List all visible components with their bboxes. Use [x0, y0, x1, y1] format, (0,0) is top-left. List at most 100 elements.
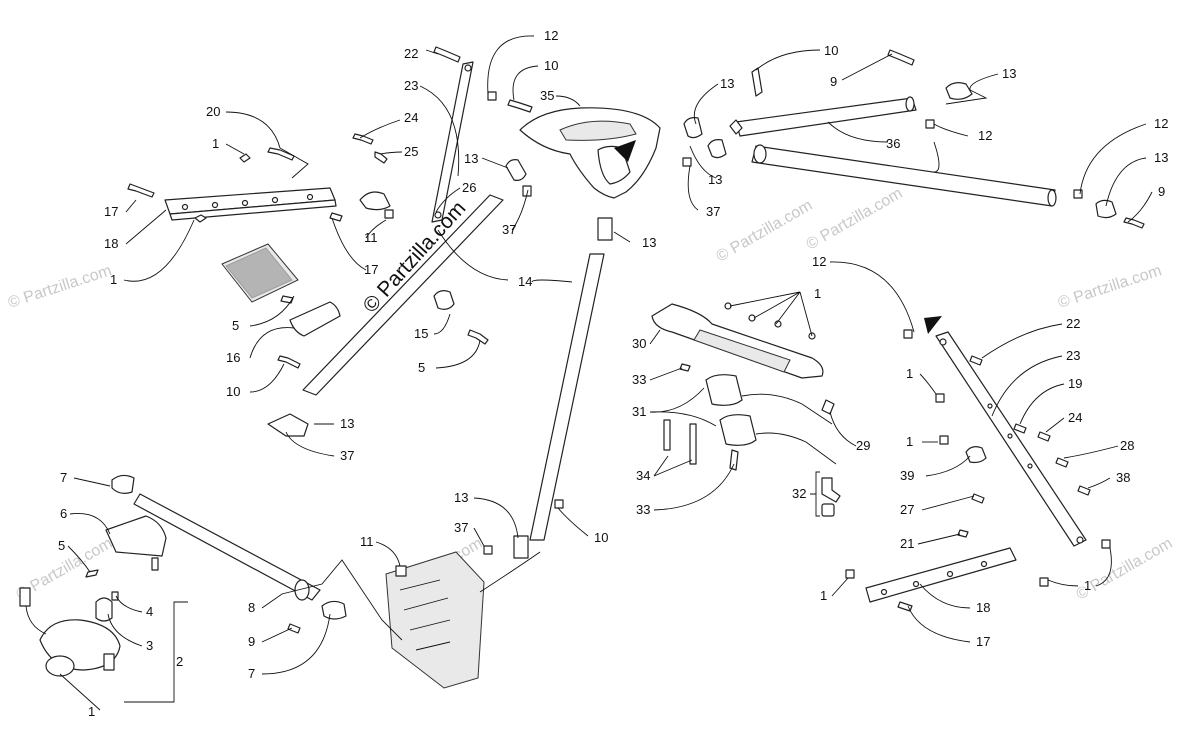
- engine-block: [385, 551, 485, 689]
- callout-1-b: 1: [110, 272, 117, 287]
- callout-14: 14: [518, 274, 532, 289]
- callout-37-b: 37: [340, 448, 354, 463]
- strap-23-right: [935, 331, 1087, 547]
- callout-16: 16: [226, 350, 240, 365]
- module-fins: [225, 247, 293, 299]
- clip-15: [433, 290, 455, 310]
- nut-12-right: [903, 329, 913, 339]
- callout-31: 31: [632, 404, 646, 419]
- clip-19: [1013, 423, 1027, 434]
- bushing-13-center-left: [505, 159, 527, 181]
- callout-7-a: 7: [60, 470, 67, 485]
- watermark-layer: © Partzilla.com © Partzilla.com © Partzi…: [6, 185, 1175, 604]
- callout-10-top: 10: [544, 58, 558, 73]
- callout-26: 26: [462, 180, 476, 195]
- boot-29: [821, 399, 835, 415]
- callout-37-d: 37: [454, 520, 468, 535]
- bolt-10-left: [277, 355, 301, 369]
- bushing-13-shaft-bottom: [513, 535, 529, 559]
- bolt-10-top-center: [507, 99, 533, 113]
- watermark-mid-right: © Partzilla.com: [804, 185, 906, 254]
- callout-17-c: 17: [976, 634, 990, 649]
- callout-9-b: 9: [1158, 184, 1165, 199]
- callout-13-f: 13: [1154, 150, 1168, 165]
- callout-22-b: 22: [1066, 316, 1080, 331]
- electronic-module: [221, 243, 299, 303]
- bolt-38: [1077, 485, 1091, 496]
- watermark-right: © Partzilla.com: [1056, 262, 1164, 311]
- callout-10-c: 10: [594, 530, 608, 545]
- clamp-13-left: [267, 413, 309, 437]
- callout-13-b: 13: [340, 416, 354, 431]
- upper-right-tube-a: [735, 97, 917, 137]
- nut-11-lower: [395, 565, 407, 577]
- ignition-coil-a: [705, 374, 743, 406]
- connector: [19, 587, 31, 607]
- callout-12-c: 12: [812, 254, 826, 269]
- callout-23-b: 23: [1066, 348, 1080, 363]
- callout-32: 32: [792, 486, 806, 501]
- callout-9-c: 9: [248, 634, 255, 649]
- callout-4: 4: [146, 604, 153, 619]
- callout-18-a: 18: [104, 236, 118, 251]
- bolt-9-top-right: [887, 49, 915, 66]
- callout-35: 35: [540, 88, 554, 103]
- callout-12-top: 12: [544, 28, 558, 43]
- watermark-left: © Partzilla.com: [6, 262, 114, 311]
- callout-34: 34: [636, 468, 650, 483]
- callout-22-top: 22: [404, 46, 418, 61]
- callout-13-a: 13: [464, 151, 478, 166]
- callout-1-a: 1: [212, 136, 219, 151]
- nut-1-bracket-end: [1039, 577, 1049, 587]
- callout-13-d: 13: [1002, 66, 1016, 81]
- plug-cap-32-base: [821, 503, 835, 517]
- screw-5-b: [467, 329, 489, 345]
- callout-3: 3: [146, 638, 153, 653]
- direction-arrow-right: [924, 316, 942, 334]
- callout-28: 28: [1120, 438, 1134, 453]
- clip-26: [359, 191, 391, 211]
- bolt-1-actuator: [103, 653, 115, 671]
- callout-2: 2: [176, 654, 183, 669]
- callout-30: 30: [632, 336, 646, 351]
- callout-17-a: 17: [104, 204, 118, 219]
- bolt-10-upper-right: [751, 67, 763, 97]
- nut-12-upper-right: [925, 119, 935, 129]
- callout-36: 36: [886, 136, 900, 151]
- callout-7-b: 7: [248, 666, 255, 681]
- nut-10-shaft: [554, 499, 564, 509]
- nut-37-shaft: [483, 545, 493, 555]
- callout-5-c: 5: [58, 538, 65, 553]
- callout-13-top-left-tube: 13: [720, 76, 734, 91]
- plug-cap-32: [821, 477, 841, 503]
- clip-37-center: [522, 185, 532, 197]
- bumper-7-lower: [321, 600, 347, 620]
- bracket-16: [289, 301, 341, 337]
- bolt-27: [971, 493, 985, 504]
- callout-11-b: 11: [360, 534, 374, 549]
- bolt-22-right: [969, 355, 983, 366]
- screw-4: [111, 591, 119, 601]
- bolt-9-far-right: [1123, 217, 1145, 229]
- callout-17-b: 17: [364, 262, 378, 277]
- callout-23-top: 23: [404, 78, 418, 93]
- bolt-17-upper-left: [127, 183, 155, 198]
- callout-25: 25: [404, 144, 418, 159]
- callout-1-e: 1: [906, 434, 913, 449]
- steering-tube-upper-left: [302, 194, 504, 396]
- callout-24-b: 24: [1068, 410, 1082, 425]
- ignition-coil-b: [719, 414, 757, 446]
- nut-1-strap-bottom: [1101, 539, 1111, 549]
- callout-9-a: 9: [830, 74, 837, 89]
- connector-wire: [25, 605, 47, 635]
- callout-27: 27: [900, 502, 914, 517]
- bolt-21: [957, 529, 969, 538]
- nut-18: [194, 214, 207, 223]
- nut-12-top: [487, 91, 497, 101]
- bolt-24-top: [352, 133, 374, 145]
- leader-lines: [59, 35, 1153, 711]
- callout-labels: 22 12 10 23 35 24 25 20 1 13 26 17 18 11…: [58, 28, 1168, 719]
- callout-1-h: 1: [88, 704, 95, 719]
- callout-39: 39: [900, 468, 914, 483]
